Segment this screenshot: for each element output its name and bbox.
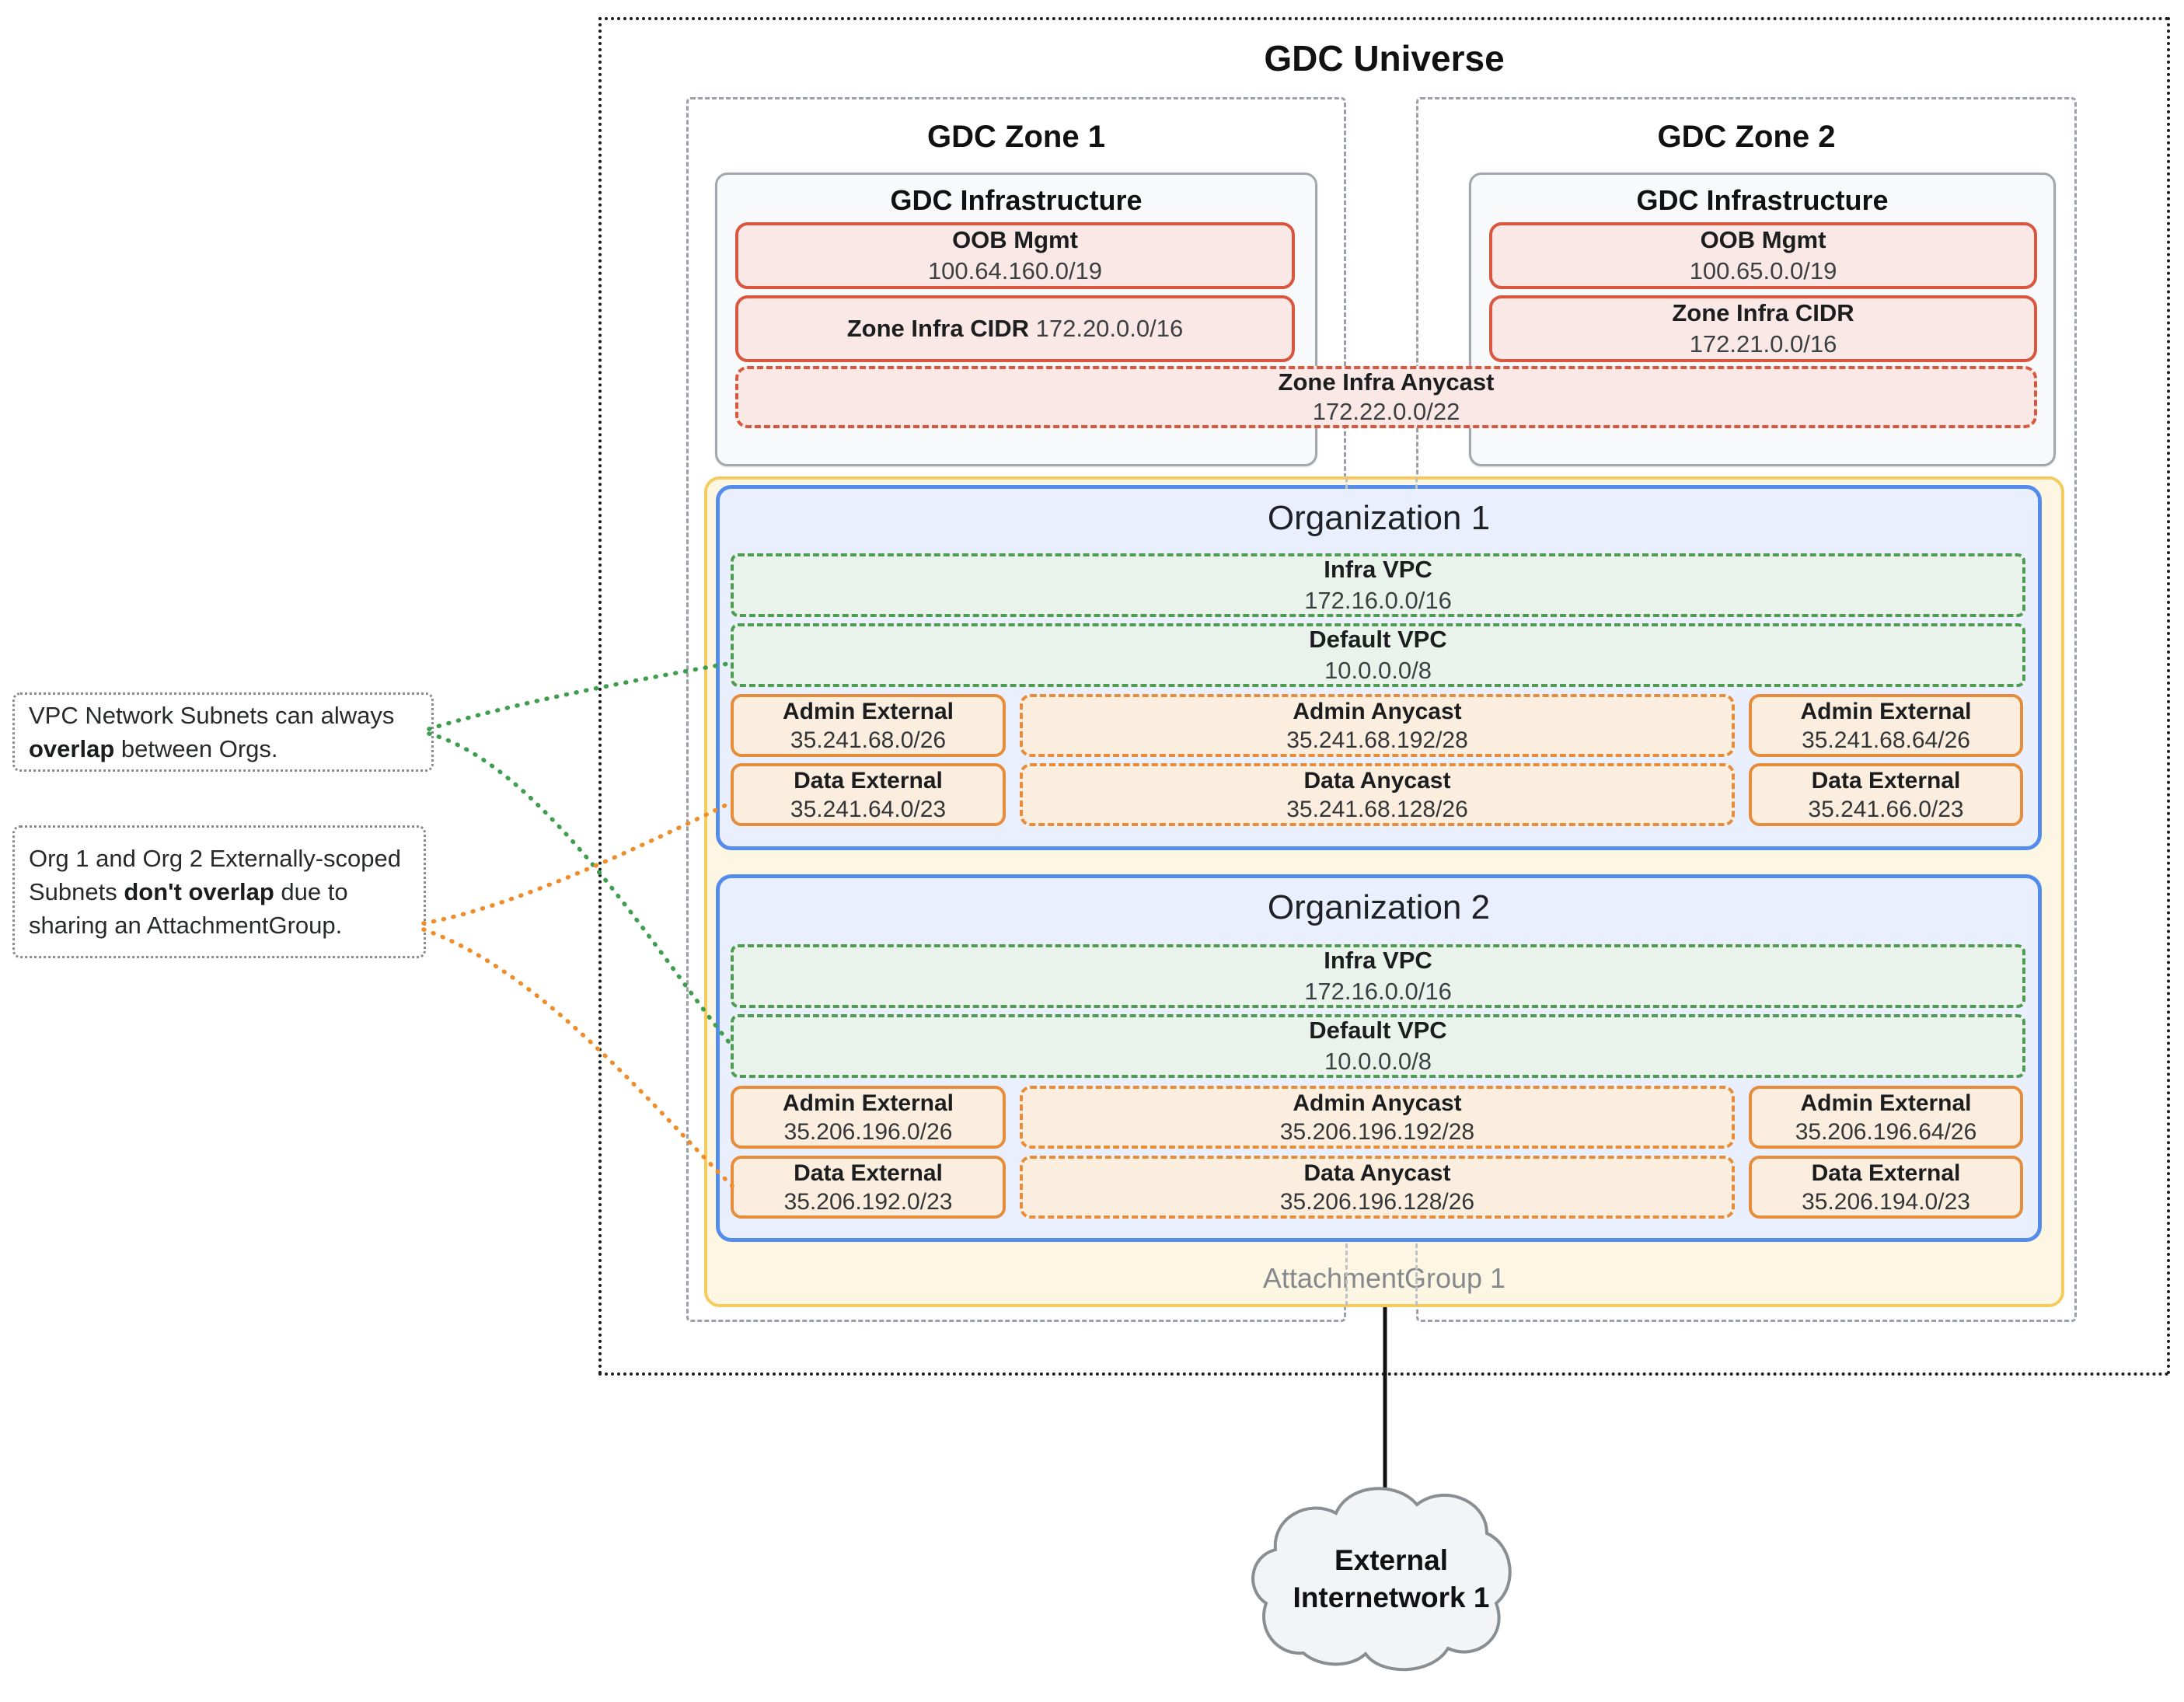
org-2-default-vpc-cidr: 10.0.0.0/8 <box>1324 1048 1432 1075</box>
org-2-admin-external-left-box: Admin External 35.206.196.0/26 <box>731 1086 1006 1149</box>
connector-green-to-org2-default-vpc <box>427 731 734 1048</box>
org-2-default-vpc-box: Default VPC 10.0.0.0/8 <box>731 1014 2025 1078</box>
org-1-admin-anycast-box: Admin Anycast 35.241.68.192/28 <box>1020 694 1735 757</box>
zone-1-infrastructure-title: GDC Infrastructure <box>890 184 1143 216</box>
org-2-default-vpc-label: Default VPC <box>1309 1017 1447 1044</box>
attachment-group-label: AttachmentGroup 1 <box>1262 1262 1506 1294</box>
zone-2-oob-label: OOB Mgmt <box>1700 226 1826 253</box>
org-1-infra-vpc-box: Infra VPC 172.16.0.0/16 <box>731 553 2025 617</box>
org-1-default-vpc-box: Default VPC 10.0.0.0/8 <box>731 623 2025 687</box>
zone-divider-segment <box>1415 1243 1418 1306</box>
org-2-infra-vpc-label: Infra VPC <box>1324 947 1432 974</box>
org-1-data-anycast-box: Data Anycast 35.241.68.128/26 <box>1020 763 1735 826</box>
org-2-data-anycast-box: Data Anycast 35.206.196.128/26 <box>1020 1156 1735 1219</box>
annotation-overlap: VPC Network Subnets can always overlap b… <box>12 692 434 772</box>
org-1-admin-external-left-box: Admin External 35.241.68.0/26 <box>731 694 1006 757</box>
annotation-no-overlap: Org 1 and Org 2 Externally-scoped Subnet… <box>12 825 426 958</box>
zone-1-oob-label: OOB Mgmt <box>952 226 1078 253</box>
gdc-universe-title: GDC Universe <box>1264 38 1505 78</box>
zone-2-infra-cidr-label: Zone Infra CIDR <box>1672 299 1854 326</box>
zone-infra-anycast-box: Zone Infra Anycast 172.22.0.0/22 <box>735 366 2037 428</box>
zone-divider-segment <box>1345 1243 1348 1306</box>
zone-2-title: GDC Zone 2 <box>1657 119 1836 154</box>
zone-2-infrastructure-title: GDC Infrastructure <box>1636 184 1889 216</box>
zone-1-oob-mgmt-box: OOB Mgmt 100.64.160.0/19 <box>735 222 1295 289</box>
connector-green-to-org1-default-vpc <box>427 661 734 731</box>
org-2-infra-vpc-cidr: 172.16.0.0/16 <box>1304 978 1452 1005</box>
external-internetwork-cloud <box>1251 1487 1512 1672</box>
zone-divider-segment <box>1415 478 1418 489</box>
org-1-infra-vpc-label: Infra VPC <box>1324 556 1432 583</box>
zone-1-title: GDC Zone 1 <box>927 119 1105 154</box>
org-1-data-external-right-box: Data External 35.241.66.0/23 <box>1749 763 2023 826</box>
org-2-infra-vpc-box: Infra VPC 172.16.0.0/16 <box>731 944 2025 1008</box>
zone-divider-segment <box>1345 478 1348 489</box>
connector-orange-to-org2-data-external <box>421 927 734 1188</box>
zone-2-infra-cidr: 172.21.0.0/16 <box>1689 330 1837 357</box>
zone-1-infra-cidr-line: Zone Infra CIDR 172.20.0.0/16 <box>846 315 1184 342</box>
zone-2-infra-cidr-box: Zone Infra CIDR 172.21.0.0/16 <box>1489 295 2037 362</box>
org-2-data-external-left-box: Data External 35.206.192.0/23 <box>731 1156 1006 1219</box>
org-1-admin-external-right-box: Admin External 35.241.68.64/26 <box>1749 694 2023 757</box>
connector-orange-to-org1-data-external <box>421 800 734 926</box>
organization-1-title: Organization 1 <box>1267 499 1491 537</box>
organization-2-title: Organization 2 <box>1267 888 1491 926</box>
zone-2-oob-mgmt-box: OOB Mgmt 100.65.0.0/19 <box>1489 222 2037 289</box>
org-2-admin-anycast-box: Admin Anycast 35.206.196.192/28 <box>1020 1086 1735 1149</box>
zone-1-infra-cidr-box: Zone Infra CIDR 172.20.0.0/16 <box>735 295 1295 362</box>
org-2-admin-external-right-box: Admin External 35.206.196.64/26 <box>1749 1086 2023 1149</box>
zone-infra-anycast-cidr: 172.22.0.0/22 <box>1312 398 1460 425</box>
org-1-data-external-left-box: Data External 35.241.64.0/23 <box>731 763 1006 826</box>
external-internetwork-label: External Internetwork 1 <box>1293 1544 1490 1613</box>
org-1-default-vpc-cidr: 10.0.0.0/8 <box>1324 657 1432 684</box>
zone-2-oob-cidr: 100.65.0.0/19 <box>1689 257 1837 284</box>
zone-infra-anycast-label: Zone Infra Anycast <box>1278 368 1495 396</box>
org-2-data-external-right-box: Data External 35.206.194.0/23 <box>1749 1156 2023 1219</box>
org-1-default-vpc-label: Default VPC <box>1309 626 1447 653</box>
org-1-infra-vpc-cidr: 172.16.0.0/16 <box>1304 587 1452 614</box>
zone-1-oob-cidr: 100.64.160.0/19 <box>927 257 1103 284</box>
